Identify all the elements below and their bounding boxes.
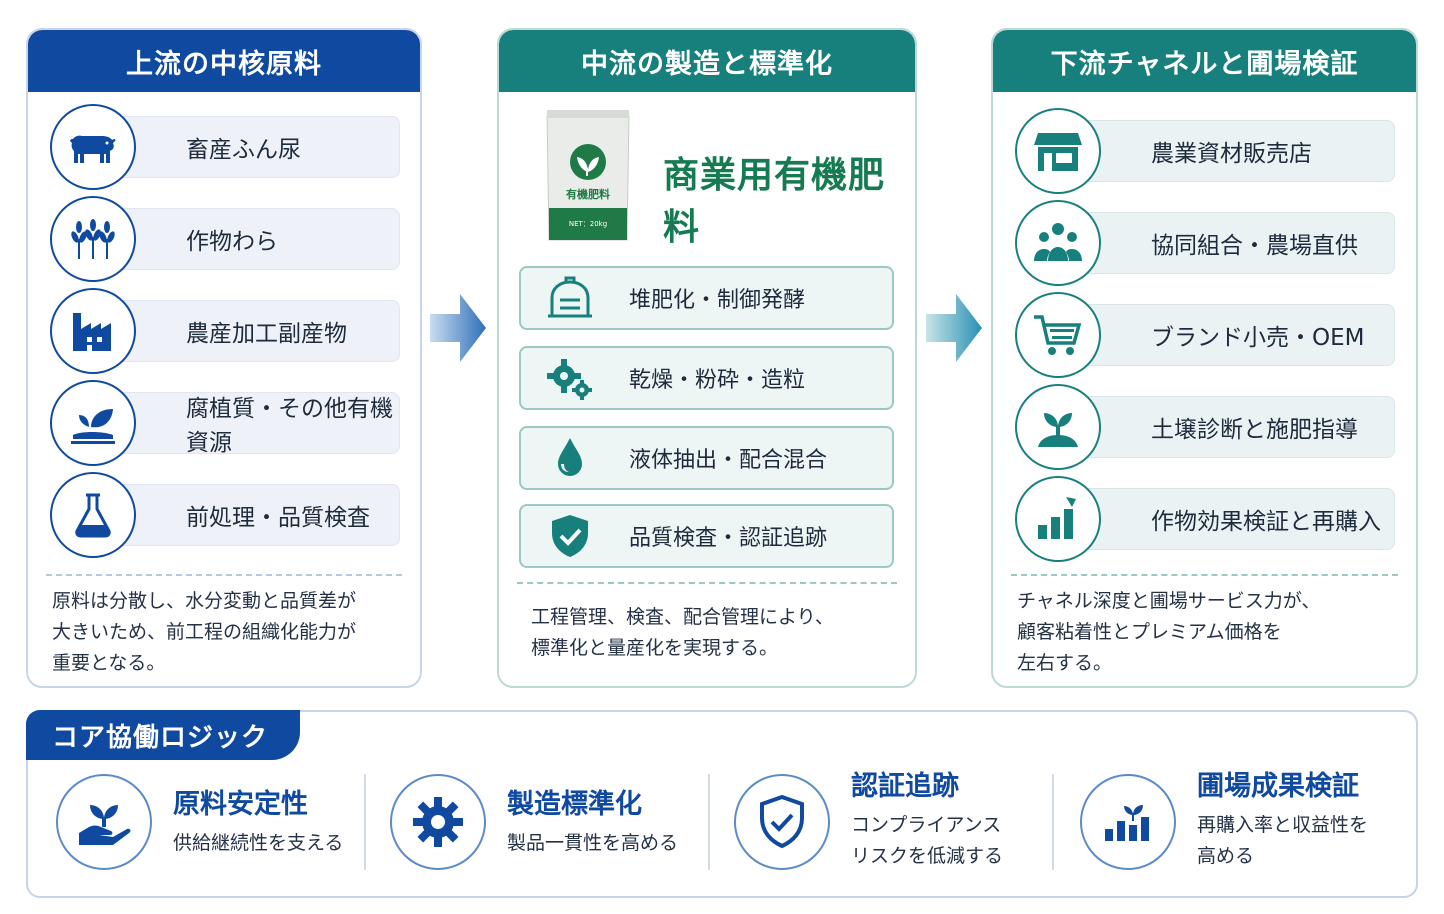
gear-icon (390, 774, 486, 870)
upstream-item: 腐植質・その他有機資源 (50, 380, 400, 466)
core-logic-panel: コア協働ロジック 原料安定性 供給継続性を支える 製造標準化 製品一貫性を高める… (26, 710, 1418, 898)
core-separator (708, 774, 710, 870)
group-icon (1015, 200, 1101, 286)
core-item: 製造標準化 製品一貫性を高める (390, 770, 690, 880)
downstream-item: 土壌診断と施肥指導 (1015, 384, 1395, 470)
downstream-item-label: 土壌診断と施肥指導 (1055, 396, 1395, 458)
droplet-icon (541, 435, 599, 481)
upstream-item: 畜産ふん尿 (50, 104, 400, 190)
bag-label: 有機肥料 (566, 187, 610, 201)
upstream-item: 作物わら (50, 196, 400, 282)
wheat-icon (50, 196, 136, 282)
core-item: 圃場成果検証 再購入率と収益性を 高める (1080, 770, 1380, 880)
core-logic-title: コア協働ロジック (26, 710, 300, 760)
downstream-item-label: 協同組合・農場直供 (1055, 212, 1395, 274)
upstream-item-label: 畜産ふん尿 (90, 116, 400, 178)
product-block: 有機肥料 NET：20kg 商業用有機肥料 (529, 108, 889, 258)
store-icon (1015, 108, 1101, 194)
upstream-item: 農産加工副産物 (50, 288, 400, 374)
downstream-item: 農業資材販売店 (1015, 108, 1395, 194)
fermentation-tank-icon (541, 275, 599, 321)
step-label: 堆肥化・制御発酵 (629, 288, 806, 313)
downstream-title: 下流チャネルと圃場検証 (993, 30, 1416, 92)
core-item-title: 認証追跡 (851, 771, 959, 802)
step-label: 乾燥・粉砕・造粒 (629, 368, 806, 393)
shield-check-icon (734, 774, 830, 870)
core-item-title: 原料安定性 (173, 789, 308, 820)
cart-icon (1015, 292, 1101, 378)
downstream-note: チャネル深度と圃場サービス力が、 顧客粘着性とプレミアム価格を 左右する。 (1017, 590, 1321, 674)
core-item-title: 圃場成果検証 (1197, 771, 1359, 802)
upstream-note: 原料は分散し、水分変動と品質差が 大きいため、前工程の組織化能力が 重要となる。 (52, 590, 357, 674)
core-item-desc: 製品一貫性を高める (507, 832, 679, 854)
upstream-item-label: 前処理・品質検査 (90, 484, 400, 546)
soil-leaf-icon (50, 380, 136, 466)
midstream-title: 中流の製造と標準化 (499, 30, 915, 92)
flow-arrow-icon (926, 294, 982, 362)
midstream-step: 品質検査・認証追跡 (519, 504, 894, 568)
upstream-divider (46, 574, 402, 576)
upstream-item-label: 農産加工副産物 (90, 300, 400, 362)
step-label: 品質検査・認証追跡 (629, 526, 828, 551)
step-label: 液体抽出・配合混合 (629, 448, 828, 473)
bag-net: NET：20kg (569, 220, 607, 228)
midstream-note: 工程管理、検査、配合管理により、 標準化と量産化を実現する。 (531, 606, 834, 659)
growth-chart-icon (1080, 774, 1176, 870)
sprout-icon (1015, 384, 1101, 470)
downstream-item-label: 作物効果検証と再購入 (1055, 488, 1395, 550)
downstream-item-label: 農業資材販売店 (1055, 120, 1395, 182)
downstream-item-label: ブランド小売・OEM (1055, 304, 1395, 366)
core-item-desc: コンプライアンス リスクを低減する (851, 814, 1004, 867)
upstream-item: 前処理・品質検査 (50, 472, 400, 558)
upstream-item-label: 作物わら (90, 208, 400, 270)
core-item-desc: 供給継続性を支える (173, 832, 344, 854)
core-item: 認証追跡 コンプライアンス リスクを低減する (734, 770, 1034, 880)
core-separator (1052, 774, 1054, 870)
downstream-item: 作物効果検証と再購入 (1015, 476, 1395, 562)
upstream-title: 上流の中核原料 (28, 30, 420, 92)
shield-check-icon (541, 513, 599, 559)
core-separator (364, 774, 366, 870)
core-item-desc: 再購入率と収益性を 高める (1197, 814, 1369, 867)
core-item: 原料安定性 供給継続性を支える (56, 770, 356, 880)
gears-icon (541, 355, 599, 401)
midstream-divider (517, 582, 897, 584)
downstream-item: ブランド小売・OEM (1015, 292, 1395, 378)
hand-sprout-icon (56, 774, 152, 870)
flask-icon (50, 472, 136, 558)
cow-icon (50, 104, 136, 190)
midstream-step: 乾燥・粉砕・造粒 (519, 346, 894, 410)
product-title: 商業用有機肥料 (663, 155, 886, 248)
upstream-item-label: 腐植質・その他有機資源 (90, 392, 400, 456)
midstream-panel: 中流の製造と標準化 有機肥料 NET：20kg 商業用有機肥料 堆肥化・制御発酵… (497, 28, 917, 688)
downstream-item: 協同組合・農場直供 (1015, 200, 1395, 286)
factory-icon (50, 288, 136, 374)
upstream-panel: 上流の中核原料 畜産ふん尿 作物わら 農産加工副産物 腐植質・その他有機資源 前… (26, 28, 422, 688)
downstream-divider (1011, 574, 1398, 576)
core-item-title: 製造標準化 (507, 789, 642, 820)
bar-chart-icon (1015, 476, 1101, 562)
flow-arrow-icon (430, 294, 486, 362)
fertilizer-bag-icon: 有機肥料 NET：20kg (546, 110, 630, 241)
downstream-panel: 下流チャネルと圃場検証 農業資材販売店 協同組合・農場直供 ブランド小売・OEM… (991, 28, 1418, 688)
midstream-step: 液体抽出・配合混合 (519, 426, 894, 490)
midstream-step: 堆肥化・制御発酵 (519, 266, 894, 330)
